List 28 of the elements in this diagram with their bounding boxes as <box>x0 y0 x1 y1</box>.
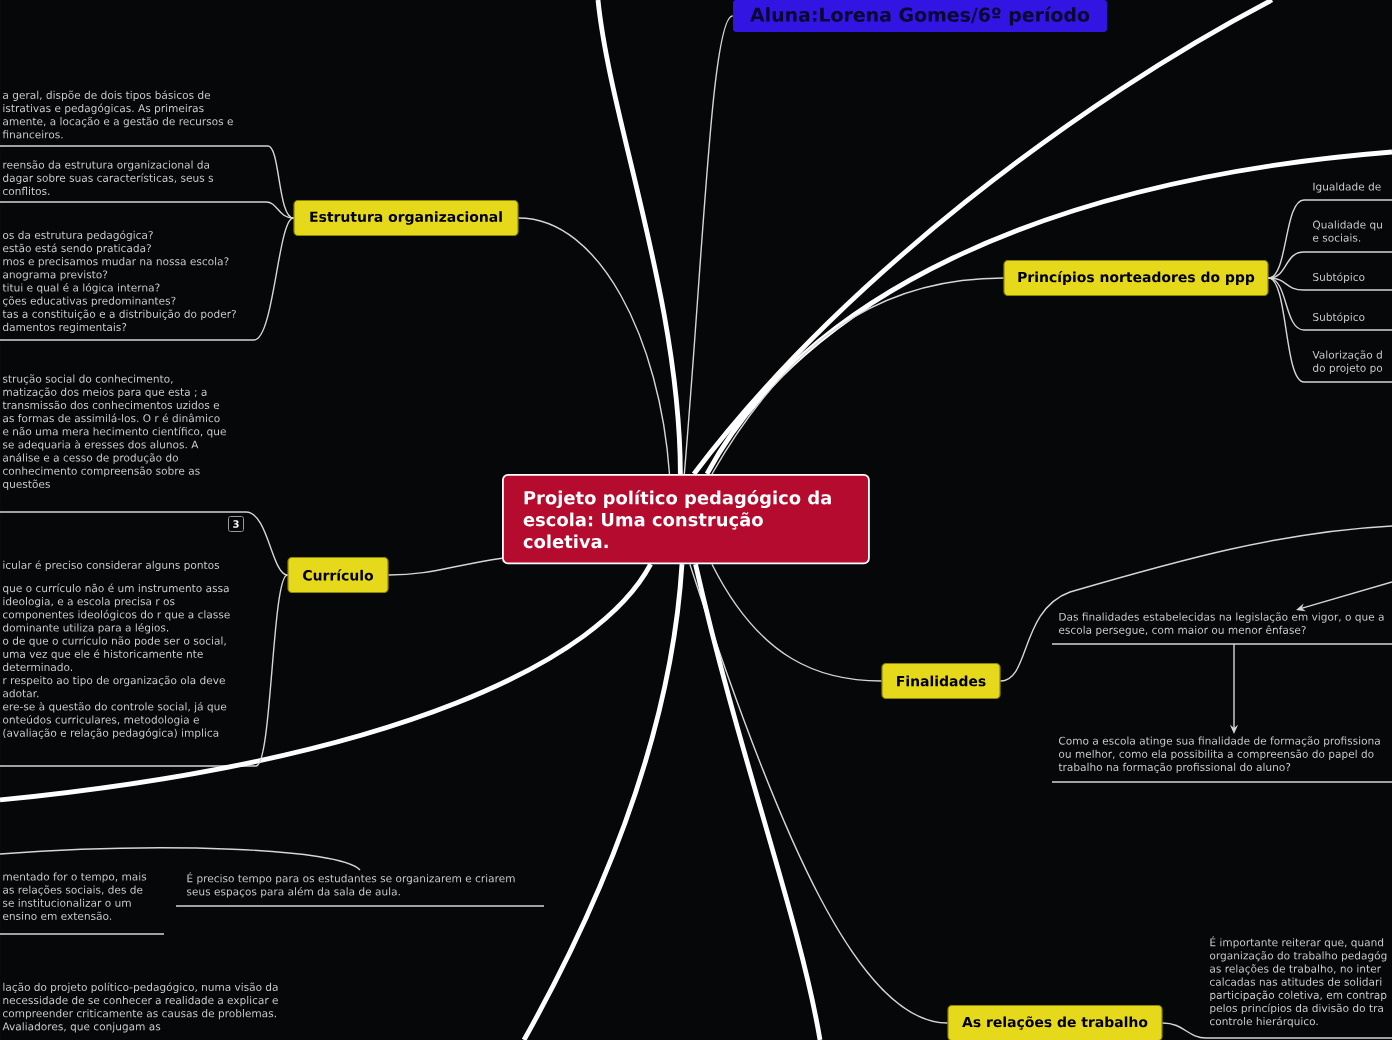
arrow <box>1296 581 1392 612</box>
connector-line <box>999 525 1392 682</box>
connector-line <box>245 511 289 576</box>
connector-line <box>1267 199 1305 279</box>
connector-line <box>595 0 683 475</box>
connector-line <box>1161 1022 1207 1039</box>
connector-line <box>1267 277 1305 331</box>
connector-line <box>265 201 295 219</box>
connector-line <box>255 574 289 767</box>
connector-line <box>267 145 295 219</box>
connector-line <box>689 563 949 1024</box>
connector-line <box>1267 277 1305 291</box>
connector-line <box>0 562 653 803</box>
connector-line <box>517 217 671 475</box>
connector-line <box>711 563 883 682</box>
connector-line <box>253 217 295 341</box>
central-topic-box: Projeto político pedagógico da escola: Uma construção coletiva. <box>502 474 870 565</box>
connector-line <box>704 149 1392 476</box>
connector-line <box>387 557 503 576</box>
connector-line <box>0 847 361 871</box>
connector-line <box>692 0 1274 476</box>
connector-line <box>683 15 734 475</box>
author-box: Aluna:Lorena Gomes/6º período <box>733 0 1107 32</box>
connector-line <box>521 564 685 1040</box>
connector-line <box>1267 251 1305 279</box>
connector-line <box>711 277 1005 475</box>
connector-line <box>693 563 823 1040</box>
connector-line <box>1267 277 1305 383</box>
